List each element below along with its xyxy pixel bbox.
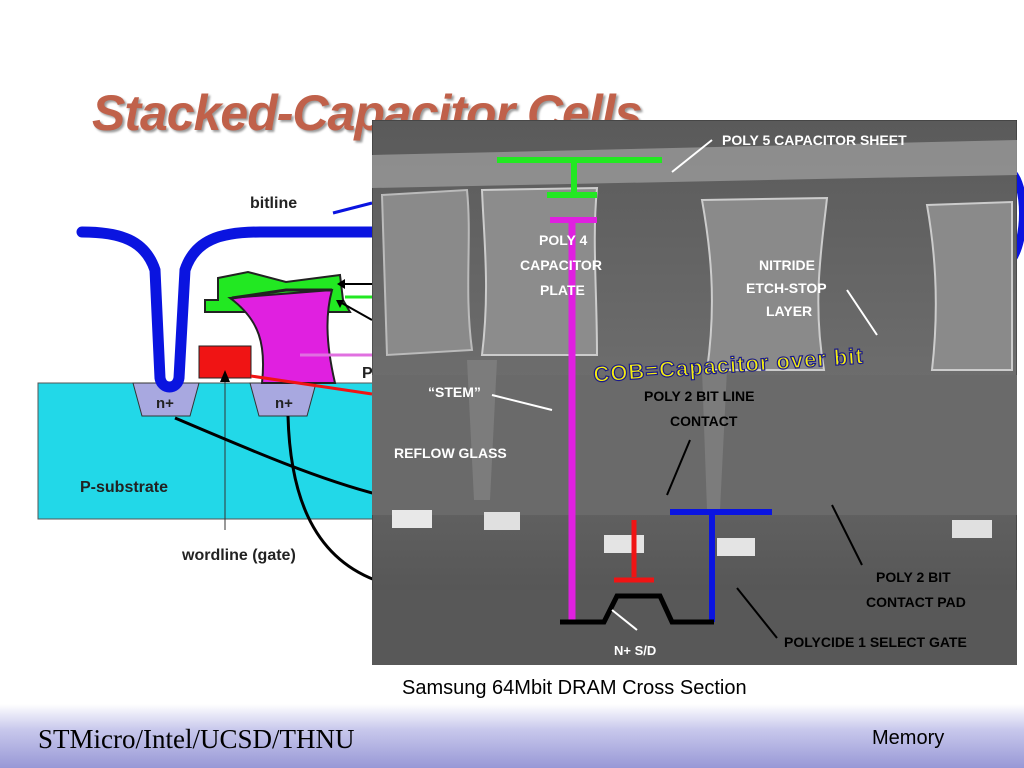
contact-pointer (666, 439, 691, 496)
poly5-sheet-band (372, 140, 1017, 188)
cell-shape-1 (380, 188, 474, 357)
bitline-wire (76, 226, 378, 393)
poly2-pad-line2: CONTACT PAD (866, 594, 966, 610)
pad-pointer (831, 504, 863, 566)
curve-right-nplus (286, 415, 376, 582)
footer-bar: STMicro/Intel/UCSD/THNU Memory (0, 704, 1024, 768)
stem-1 (467, 360, 497, 500)
reflow-label: REFLOW GLASS (394, 445, 507, 461)
stem-label: “STEM” (428, 384, 481, 400)
nsd-black-profile (560, 593, 714, 625)
partial-label: P (362, 365, 373, 382)
plate-arrow-head (336, 300, 344, 308)
poly4-label-line1: POLY 4 (539, 232, 587, 248)
cell-shape-2 (480, 186, 599, 356)
substrate-label: P-substrate (80, 479, 168, 496)
nsd-pointer (611, 609, 638, 631)
nitride-label-line1: NITRIDE (759, 257, 815, 273)
polycide-pointer (736, 587, 778, 639)
plate-arrow (339, 301, 373, 321)
nitride-pointer (846, 289, 878, 336)
red-pointer (250, 374, 373, 396)
stem-pointer (491, 394, 553, 411)
n-plus-right-label: n+ (275, 395, 293, 412)
gate-block-4 (717, 538, 755, 556)
sheet-arrow-head (337, 279, 345, 289)
footer-topic: Memory (872, 727, 945, 749)
poly2-contact-line1: POLY 2 BIT LINE (644, 388, 754, 404)
stem-2 (702, 370, 727, 510)
photo-caption: Samsung 64Mbit DRAM Cross Section (402, 677, 747, 699)
poly4-label-line3: PLATE (540, 282, 585, 298)
nitride-label-line3: LAYER (766, 303, 812, 319)
n-plus-left-label: n+ (156, 395, 174, 412)
poly2-pad-line1: POLY 2 BIT (876, 569, 951, 585)
sem-cross-section-photo: POLY 5 CAPACITOR SHEET POLY 4 CAPACITOR … (372, 120, 1017, 665)
wordline-arrow-head (220, 370, 230, 382)
gate-block-2 (484, 512, 520, 530)
poly2-contact-line2: CONTACT (670, 413, 738, 429)
p-substrate (37, 382, 389, 520)
gate-block-3 (604, 535, 644, 553)
cell-shape-4 (925, 200, 1013, 371)
poly5-label: POLY 5 CAPACITOR SHEET (722, 132, 907, 148)
capacitor-top-edge (231, 288, 332, 300)
bitline-pointer (332, 201, 373, 215)
substrate-band (372, 590, 1017, 665)
bitline-label: bitline (250, 195, 297, 212)
gate-block-1 (392, 510, 432, 528)
cell-shape-3 (700, 196, 829, 371)
poly5-pointer (671, 139, 713, 173)
gate-block-5 (952, 520, 992, 538)
wordline-label: wordline (gate) (181, 547, 296, 564)
poly4-label-line2: CAPACITOR (520, 257, 602, 273)
nsd-label: N+ S/D (614, 643, 656, 658)
polycide-label: POLYCIDE 1 SELECT GATE (784, 634, 967, 650)
footer-affiliation: STMicro/Intel/UCSD/THNU (38, 724, 355, 754)
curve-left-nplus (174, 416, 381, 497)
nitride-label-line2: ETCH-STOP (746, 280, 827, 296)
